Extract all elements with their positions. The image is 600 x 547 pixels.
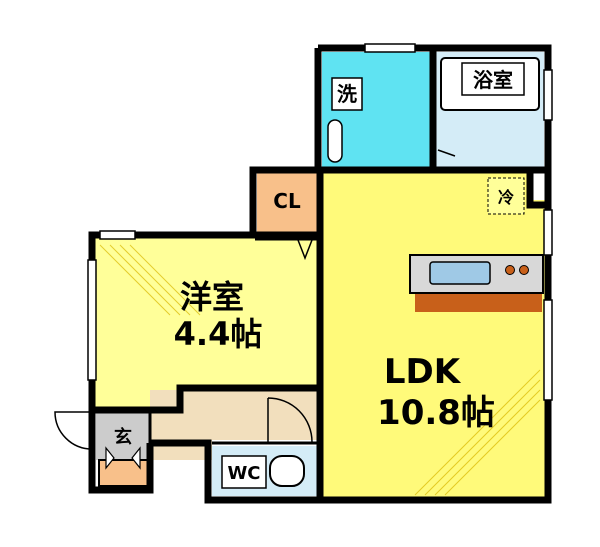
bath-label-box (461, 62, 525, 96)
floor-hatching (99, 244, 541, 496)
wash-label: 洗 (337, 82, 357, 106)
toilet-label-box (221, 455, 267, 489)
toilet-label: WC (227, 463, 260, 484)
windows (87, 43, 553, 401)
western-room-size: 4.4帖 (174, 315, 263, 353)
western-room-name: 洋室 (180, 278, 244, 316)
stove-burner (505, 265, 515, 275)
wash-label-box (331, 77, 363, 111)
thin-walls (148, 410, 320, 460)
ldk-size: 10.8帖 (377, 393, 495, 433)
western-room-floor (95, 237, 318, 408)
fridge-space (487, 177, 525, 215)
closet-floor (257, 172, 317, 236)
walls (88, 44, 552, 504)
bath-label: 浴室 (473, 68, 513, 92)
wash-basin (327, 119, 343, 163)
doors (54, 149, 456, 450)
entrance-label: 玄 (114, 426, 132, 448)
kitchen-counter (415, 292, 542, 312)
entrance-floor (96, 412, 150, 460)
ldk-floor (322, 170, 545, 497)
sink (429, 261, 491, 285)
closet-label: CL (273, 189, 301, 213)
stove-burner (519, 265, 529, 275)
ldk-name: LDK (384, 352, 462, 392)
toilet-bowl (269, 455, 305, 487)
fridge-label: 冷 (498, 188, 514, 207)
shoe-rack-icon (105, 446, 141, 470)
